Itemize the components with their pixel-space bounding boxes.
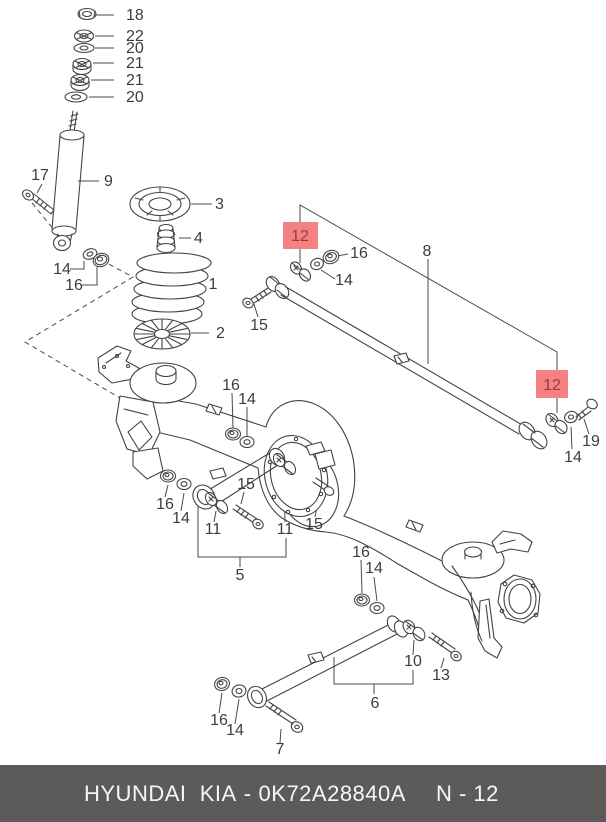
callout-14: 14 [238,391,256,408]
callout-12-highlighted: 12 [291,228,309,245]
callout-3: 3 [215,196,224,213]
callout-18: 18 [126,7,144,24]
callout-15: 15 [250,317,268,334]
callout-5: 5 [236,567,245,584]
highlight-hotspot-12-left[interactable]: 12 [283,222,318,249]
assembly-axis-dashed-lines [24,202,135,399]
callout-14: 14 [172,510,190,527]
axle-housing [97,345,541,659]
shock-absorber [51,110,85,252]
callout-15: 15 [237,476,255,493]
callout-22: 22 [126,28,144,45]
callout-21: 21 [126,55,144,72]
callout-1: 1 [209,276,218,293]
callout-9: 9 [104,173,113,190]
callout-4: 4 [194,230,203,247]
catalog-footer-bar: HYUNDAI KIA - 0K72A28840A N - 12 [0,765,606,822]
arm-front-nut-washer [159,469,192,491]
lateral-rod [242,249,598,450]
callout-14: 14 [335,272,353,289]
callout-8: 8 [423,243,432,260]
callout-15: 15 [305,516,323,533]
spring-lower-pad [133,318,191,350]
callout-7: 7 [276,741,285,758]
highlight-hotspot-12-right[interactable]: 12 [536,370,568,398]
leader-lines [36,14,590,744]
callout-11: 11 [205,521,222,538]
lower-trailing-arm [214,615,462,733]
callout-6: 6 [371,695,380,712]
axle-mid-nut-washer [224,427,255,449]
callout-2: 2 [216,325,225,342]
callout-20: 20 [126,40,144,57]
callout-14: 14 [53,261,71,278]
callout-20: 20 [126,89,144,106]
callout-14: 14 [564,449,582,466]
suspension-diagram: 12 12 18 22 20 21 21 20 17 9 3 4 14 16 1… [21,7,600,758]
callout-16: 16 [350,245,368,262]
callout-14: 14 [226,722,244,739]
footer-page-ref: N - 12 [435,780,499,806]
footer-part-number: 0K72A28840A [258,780,406,806]
bump-stopper [156,223,176,254]
callout-17: 17 [31,167,49,184]
upper-trailing-arm [192,447,335,530]
shock-lower-bolt [21,189,55,215]
callout-16: 16 [210,712,228,729]
callout-16: 16 [65,277,83,294]
callout-12-highlighted: 12 [543,377,561,394]
callout-19: 19 [582,433,600,450]
callout-16: 16 [222,377,240,394]
callout-10: 10 [404,653,422,670]
callout-16: 16 [156,496,174,513]
spring-upper-seat [129,186,191,222]
callout-13: 13 [432,667,450,684]
callout-11: 11 [277,521,294,538]
footer-brand: HYUNDAI KIA [84,780,237,806]
callout-14: 14 [365,560,383,577]
mount-fastener-stack [64,7,97,103]
callout-16: 16 [352,544,370,561]
callout-21: 21 [126,72,144,89]
footer-separator: - [243,780,252,806]
lower-right-nut-washer [353,593,385,615]
callout-labels: 18 22 20 21 21 20 17 9 3 4 14 16 1 2 16 … [31,7,600,758]
shock-lower-washer-nut [82,248,110,268]
coil-spring [131,252,212,325]
